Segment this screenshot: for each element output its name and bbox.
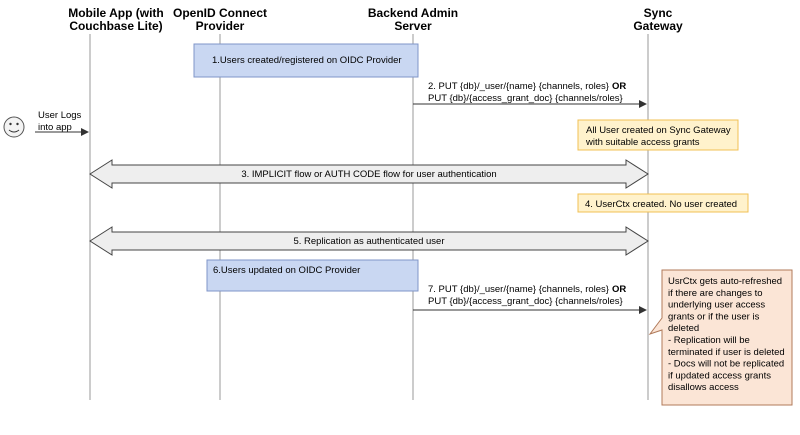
step3-flow-arrow: [89, 159, 649, 189]
step4-note: [577, 193, 749, 213]
step2-label-line2: PUT {db}/{access_grant_doc} {channels/ro…: [428, 93, 623, 104]
step1-label: 1.Users created/registered on OIDC Provi…: [212, 55, 402, 66]
usrctx-note: [648, 269, 793, 406]
step6-label: 6.Users updated on OIDC Provider: [213, 265, 360, 276]
step5-flow-arrow: [89, 226, 649, 256]
step7-label-line2: PUT {db}/{access_grant_doc} {channels/ro…: [428, 296, 623, 307]
users-created-note: [577, 119, 739, 151]
step7-label-line1: 7. PUT {db}/_user/{name} {channels, role…: [428, 284, 626, 295]
step6-box: [206, 259, 419, 292]
step3-label: 3. IMPLICIT flow or AUTH CODE flow for u…: [241, 169, 496, 180]
step2-label-line1: 2. PUT {db}/_user/{name} {channels, role…: [428, 81, 626, 92]
step4-label: 4. UserCtx created. No user created: [585, 199, 737, 210]
smiley-face-icon: [3, 116, 25, 138]
step1-box: [193, 43, 419, 78]
step5-label: 5. Replication as authenticated user: [293, 236, 444, 247]
